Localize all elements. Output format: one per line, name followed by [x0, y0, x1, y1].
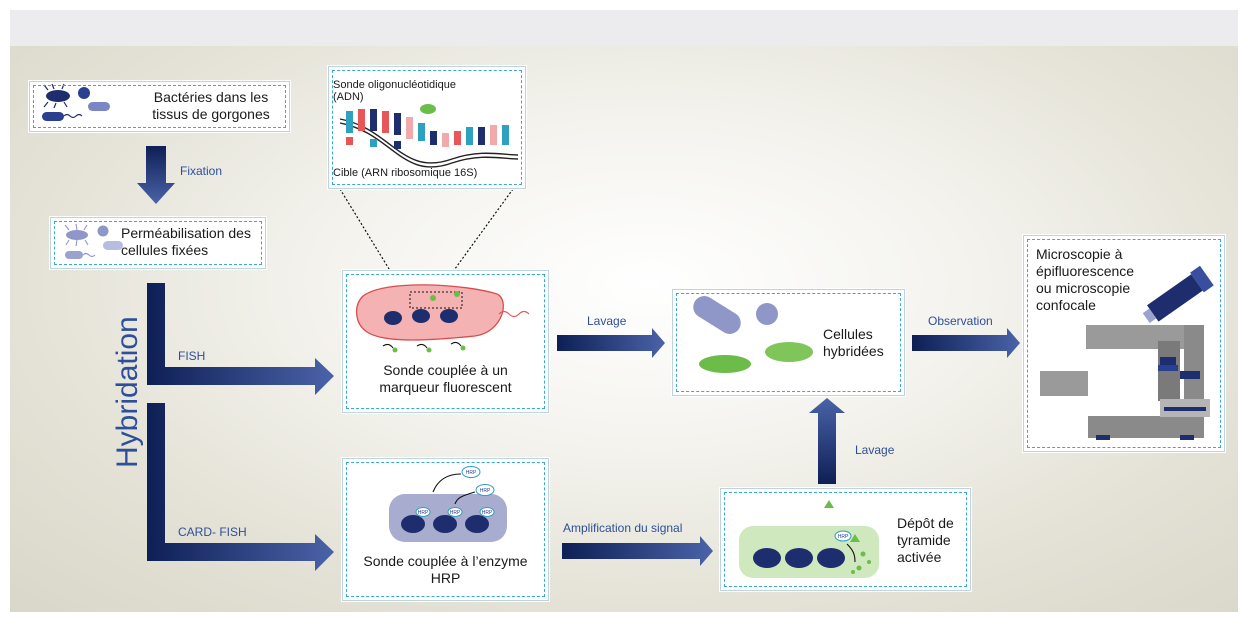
- lavage-label-1: Lavage: [587, 314, 627, 328]
- svg-text:HRP: HRP: [418, 510, 429, 516]
- lavage-arrow-up: [809, 398, 845, 484]
- tyramide-box: HRP Dépôt de tyramide activée: [720, 488, 971, 591]
- svg-text:HRP: HRP: [480, 488, 491, 494]
- card-fish-arrow: [147, 403, 334, 571]
- tyramide-illustration: HRP: [739, 500, 879, 578]
- card-fish-label: CARD- FISH: [178, 525, 247, 539]
- fish-arrow: [147, 283, 334, 395]
- probe-title: Sonde oligonucléotidique (ADN): [333, 79, 456, 103]
- hybridized-cells-box: Cellules hybridées: [672, 289, 905, 396]
- hybridized-cells-illustration: [693, 296, 813, 373]
- probe-target-illustration: [339, 104, 519, 168]
- microscope-box: Microscopie à épifluorescence ou microsc…: [1023, 235, 1225, 452]
- svg-text:HRP: HRP: [466, 470, 477, 476]
- microscope-icon: [1040, 265, 1214, 440]
- top-band: [10, 10, 1238, 46]
- svg-text:HRP: HRP: [450, 510, 461, 516]
- hybridation-title: Hybridation: [111, 316, 144, 468]
- fixed-cells-icon: [64, 223, 123, 259]
- fluorescent-probe-box: Sonde couplée à un marqueur fluorescent: [342, 270, 549, 413]
- bacteria-box: Bactéries dans les tissus de gorgones: [29, 81, 290, 132]
- observation-arrow: [912, 328, 1020, 358]
- permeabilisation-box: Perméabilisation des cellules fixées: [50, 217, 266, 269]
- svg-text:HRP: HRP: [482, 510, 493, 516]
- hrp-probe-box: HRP HRP HRP HRP HRP Sonde couplée à l’enzym…: [342, 458, 549, 601]
- lavage-label-2: Lavage: [855, 443, 895, 457]
- tyramide-text: Dépôt de tyramide activée: [897, 515, 954, 565]
- bacteria-text: Bactéries dans les tissus de gorgones: [152, 89, 270, 122]
- amplification-label: Amplification du signal: [563, 521, 683, 535]
- lavage-arrow-right: [557, 328, 665, 358]
- fixation-arrow: [137, 146, 175, 204]
- probe-zoom-box: Sonde oligonucléotidique (ADN) Cible (AR…: [328, 66, 526, 189]
- bacteria-icon: [42, 83, 110, 121]
- microscope-text: Microscopie à épifluorescence ou microsc…: [1036, 246, 1135, 313]
- fluorescent-cell-illustration: [356, 284, 530, 353]
- probe-target-text: Cible (ARN ribosomique 16S): [333, 167, 478, 179]
- fixation-label: Fixation: [180, 164, 223, 178]
- fluorescent-probe-text: Sonde couplée à un marqueur fluorescent: [379, 362, 512, 395]
- hybridized-cells-text: Cellules hybridées: [823, 326, 884, 359]
- amplification-arrow: [562, 536, 713, 566]
- permeabilisation-text: Perméabilisation des cellules fixées: [121, 225, 251, 258]
- svg-text:HRP: HRP: [838, 534, 849, 540]
- fish-label: FISH: [178, 349, 206, 363]
- observation-label: Observation: [928, 314, 993, 328]
- hrp-probe-text: Sonde couplée à l’enzyme HRP: [363, 553, 528, 586]
- hrp-cell-illustration: HRP HRP HRP HRP HRP: [389, 466, 507, 542]
